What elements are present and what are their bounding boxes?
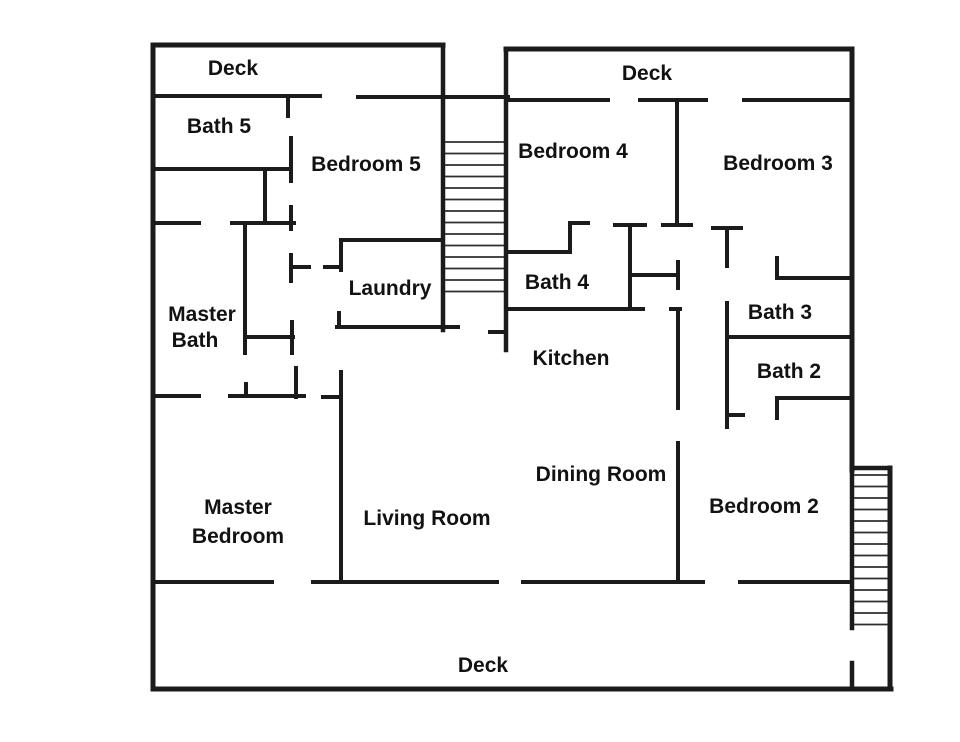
- label-bath-5: Bath 5: [187, 115, 252, 138]
- label-bedroom-2: Bedroom 2: [709, 495, 819, 518]
- lower-staircase: [854, 474, 888, 626]
- label-bedroom-4: Bedroom 4: [518, 140, 628, 163]
- label-master-bath-1: Master: [168, 303, 236, 326]
- label-bath-3: Bath 3: [748, 301, 812, 324]
- label-laundry: Laundry: [349, 277, 432, 300]
- label-bath-2: Bath 2: [757, 360, 821, 383]
- label-living-room: Living Room: [363, 507, 490, 530]
- stairwell-walls: [440, 42, 893, 692]
- interior-walls-right: [504, 98, 854, 584]
- label-deck-top-right: Deck: [622, 62, 673, 85]
- interior-walls-left: [151, 94, 854, 584]
- label-master-bedroom-2: Bedroom: [192, 525, 284, 548]
- label-bedroom-3: Bedroom 3: [723, 152, 833, 175]
- label-deck-top-left: Deck: [208, 57, 259, 80]
- label-kitchen: Kitchen: [532, 347, 609, 370]
- label-dining-room: Dining Room: [536, 463, 667, 486]
- label-bath-4: Bath 4: [525, 271, 590, 294]
- label-master-bath-2: Bath: [172, 329, 219, 352]
- label-master-bedroom-1: Master: [204, 496, 272, 519]
- upper-staircase: [445, 141, 504, 293]
- label-deck-bottom: Deck: [458, 654, 509, 677]
- label-bedroom-5: Bedroom 5: [311, 153, 421, 176]
- room-labels: Deck Bath 5 Bedroom 5 Deck Bedroom 4 Bed…: [168, 57, 833, 677]
